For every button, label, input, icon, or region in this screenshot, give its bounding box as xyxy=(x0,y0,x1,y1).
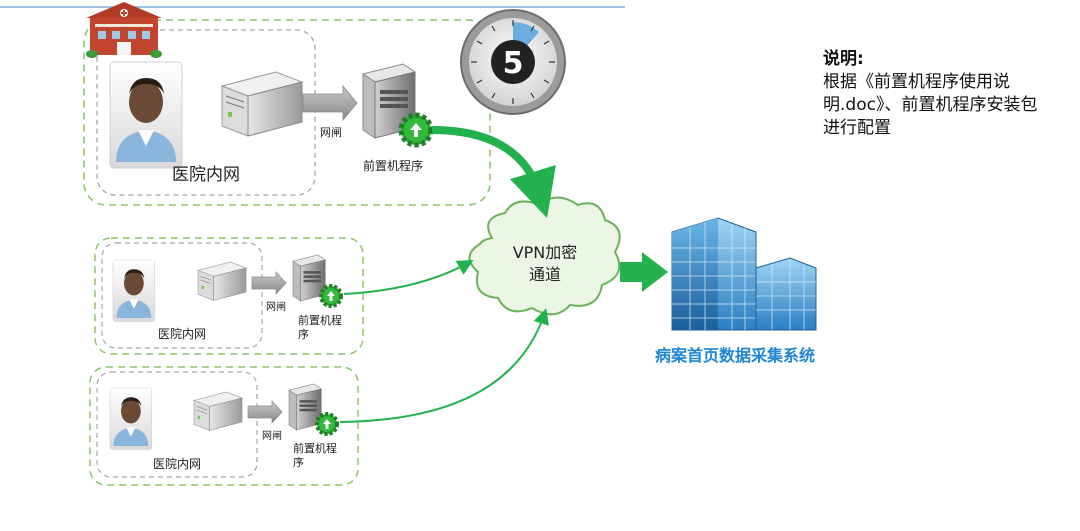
user-avatar-icon xyxy=(109,61,183,169)
frontend-label-line2: 序 xyxy=(293,455,304,469)
datacenter-building-icon xyxy=(671,217,817,331)
gateway-label: 网闸 xyxy=(262,429,282,442)
instructions-body: 根据《前置机程序使用说明.doc》、前置机程序安装包进行配置 xyxy=(823,72,1038,138)
hospital-group-2: 医院内网 网闸 前置机程 序 xyxy=(94,237,364,355)
frontend-server-icon xyxy=(292,254,326,302)
frontend-label-line1: 前置机程 xyxy=(293,441,337,455)
network-label: 医院内网 xyxy=(158,327,206,341)
gateway-label: 网闸 xyxy=(266,300,286,313)
upload-gear-icon xyxy=(398,112,434,148)
gateway-server-icon xyxy=(220,71,304,137)
upload-gear-icon xyxy=(319,284,343,308)
top-divider xyxy=(0,0,625,8)
hospital-group-1: 医院内网 网闸 前置机程序 xyxy=(83,2,491,206)
frontend-label-line1: 前置机程 xyxy=(298,313,342,327)
timer-number: 5 xyxy=(503,46,524,81)
flow-arrow-to-system xyxy=(620,252,668,292)
vpn-label-line2: 通道 xyxy=(529,265,561,284)
system-label: 病案首页数据采集系统 xyxy=(655,346,816,365)
network-label: 医院内网 xyxy=(172,165,240,185)
upload-gear-icon xyxy=(315,412,339,436)
flow-arrow-top xyxy=(431,126,556,218)
hospital-group-3: 医院内网 网闸 前置机程 序 xyxy=(89,366,359,486)
network-label: 医院内网 xyxy=(153,457,201,471)
gateway-arrow xyxy=(302,84,358,122)
gateway-server-icon xyxy=(197,261,247,301)
vpn-label-line1: VPN加密 xyxy=(513,243,578,262)
gateway-server-icon xyxy=(193,391,243,431)
stopwatch-icon: 5 xyxy=(460,9,566,115)
gateway-label: 网闸 xyxy=(320,126,342,139)
flow-arrow-middle xyxy=(343,260,474,295)
frontend-label-line1: 前置机程序 xyxy=(363,158,423,173)
vpn-cloud-icon: VPN加密 通道 xyxy=(468,196,621,316)
user-avatar-icon xyxy=(109,387,153,450)
gateway-arrow xyxy=(251,271,287,295)
frontend-server-icon xyxy=(288,383,322,431)
frontend-label-line2: 序 xyxy=(298,327,309,341)
flow-arrow-bottom xyxy=(339,308,549,423)
instructions-title: 说明: xyxy=(823,49,864,69)
instructions-note: 说明: 根据《前置机程序使用说明.doc》、前置机程序安装包进行配置 xyxy=(823,48,1053,140)
user-avatar-icon xyxy=(112,259,156,322)
hospital-building-icon xyxy=(86,2,162,58)
gateway-arrow xyxy=(247,400,283,424)
